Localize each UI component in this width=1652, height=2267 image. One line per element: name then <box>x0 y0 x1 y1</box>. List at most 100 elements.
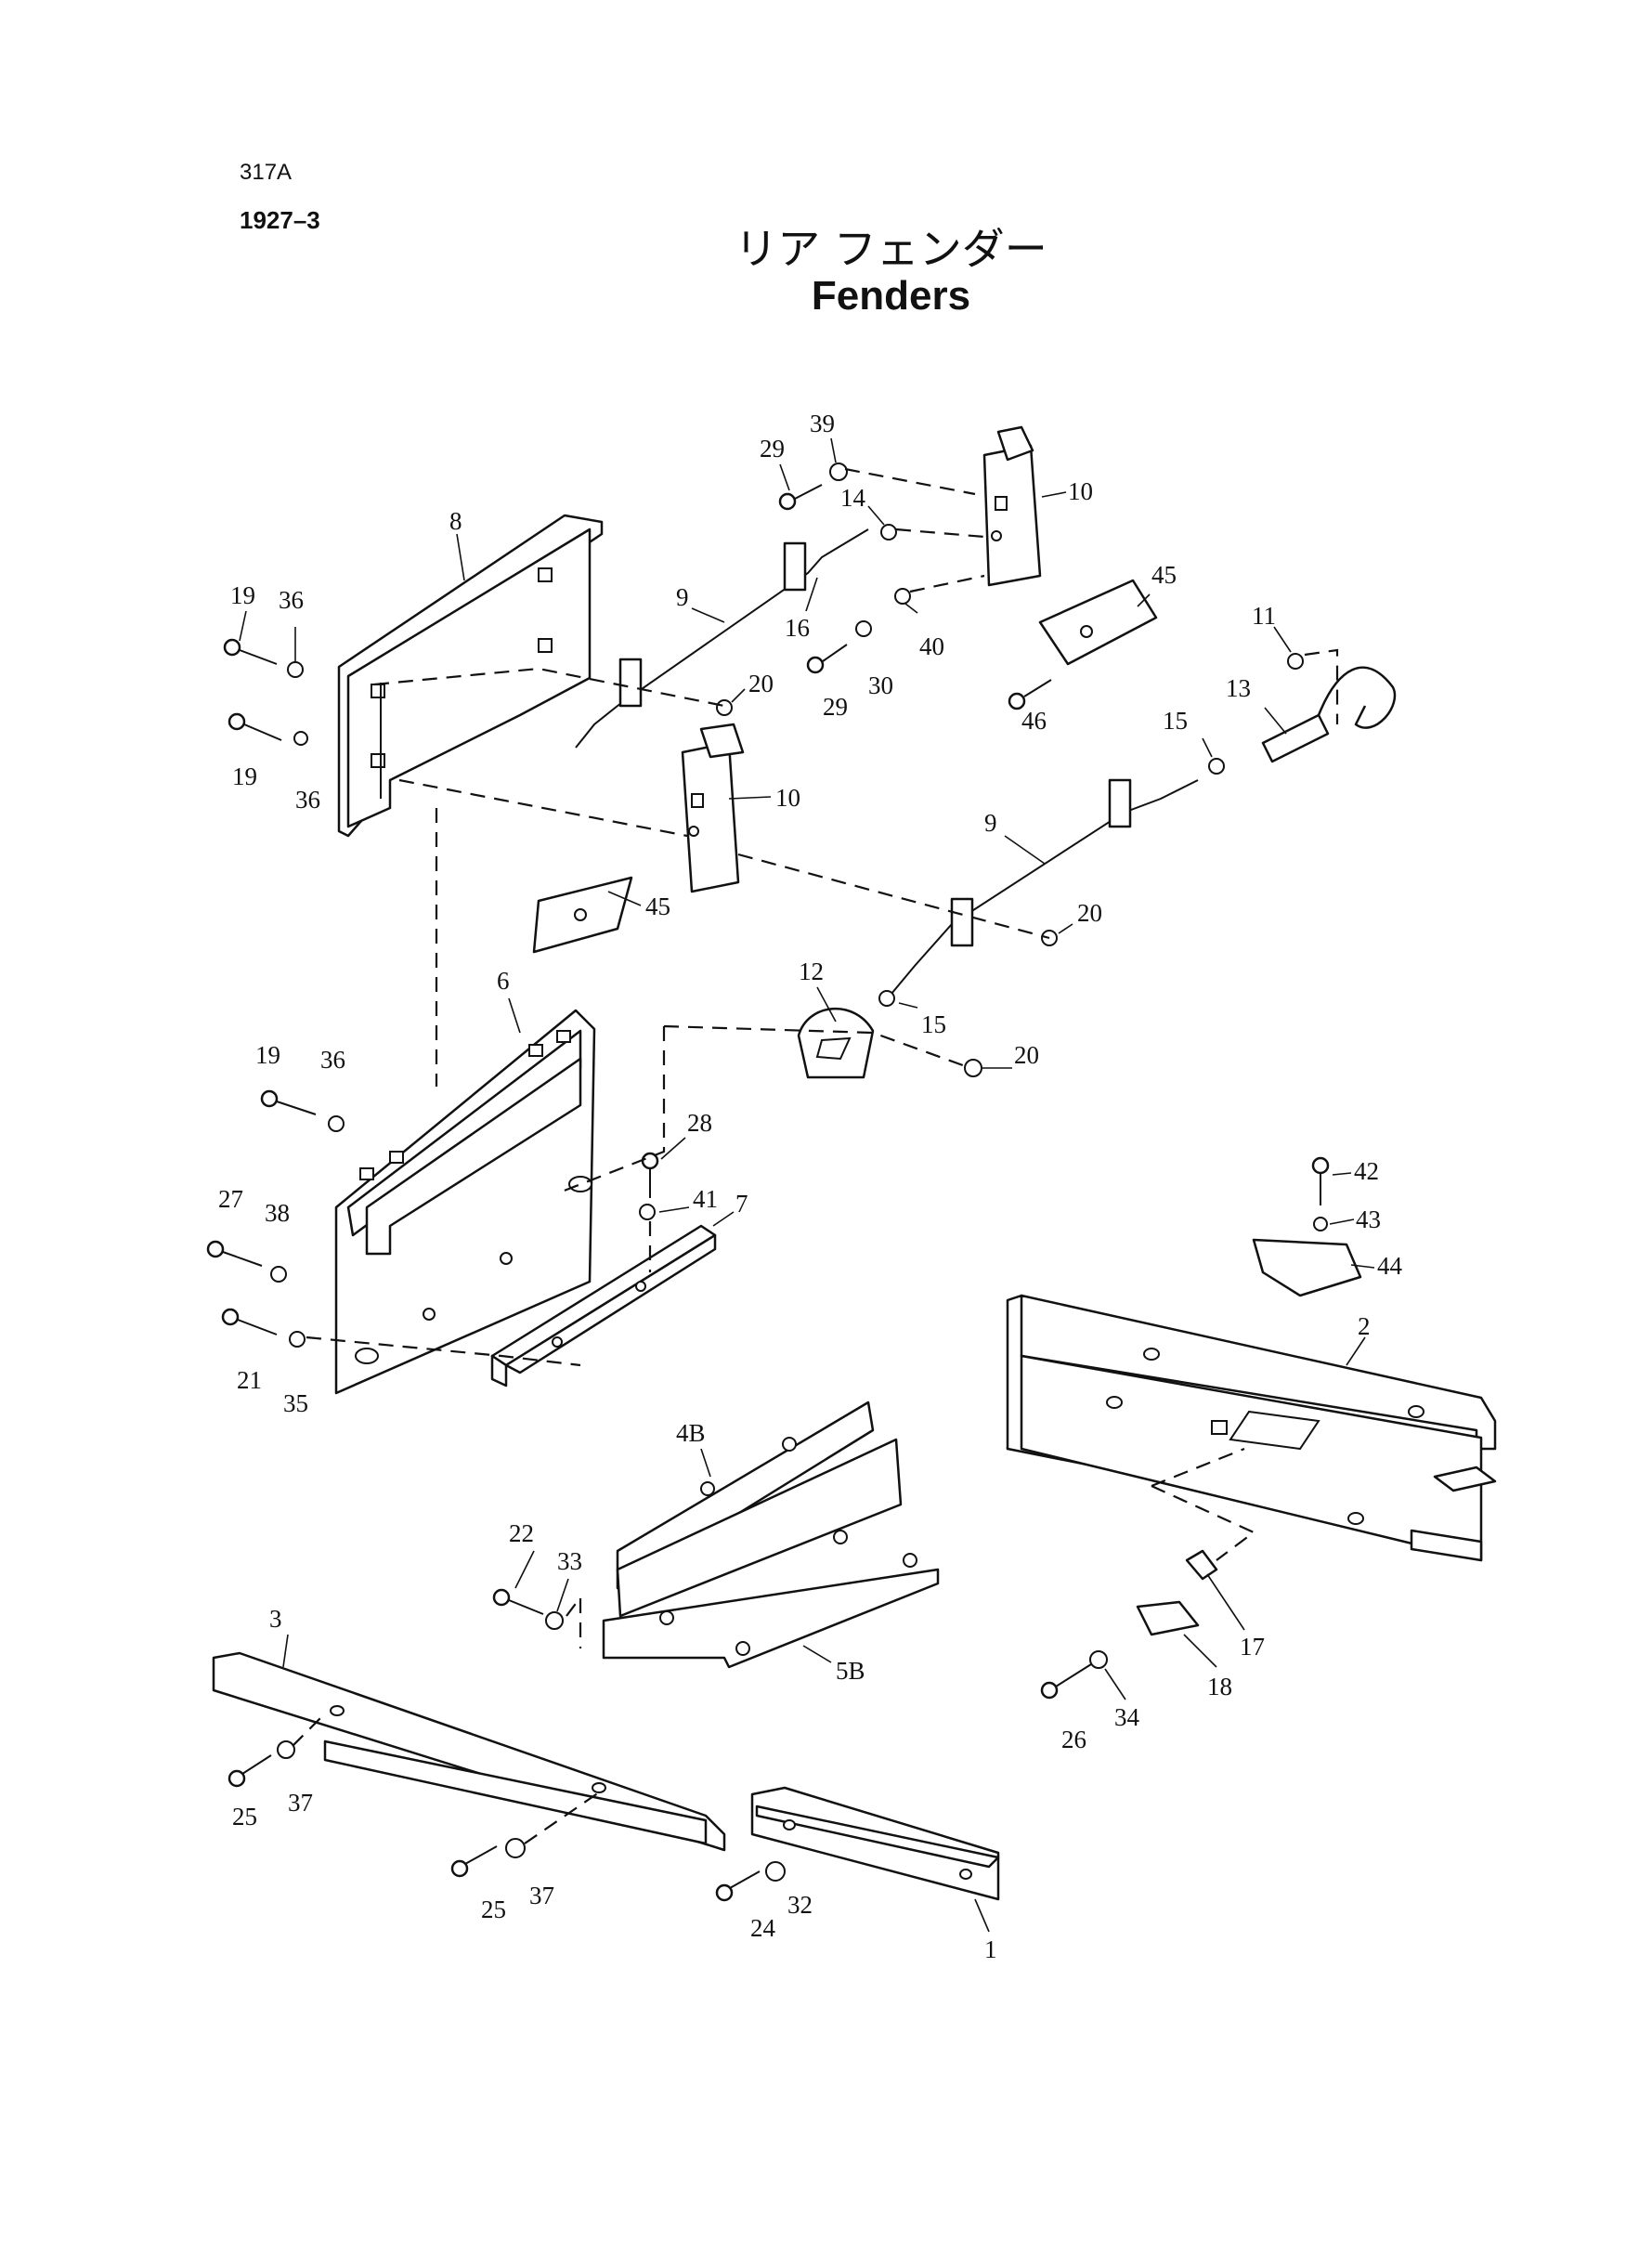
bolt-25a <box>228 1754 272 1788</box>
callout-14: 14 <box>840 484 866 512</box>
part-18-block <box>1136 1600 1200 1636</box>
washer-34 <box>1089 1650 1108 1669</box>
callout-46: 46 <box>1021 707 1047 735</box>
callout-26: 26 <box>1061 1726 1086 1753</box>
callout-36: 36 <box>320 1046 345 1074</box>
callout-36: 36 <box>295 786 320 814</box>
callout-24: 24 <box>750 1914 776 1942</box>
callout-35: 35 <box>283 1389 308 1417</box>
part-9-rod-lower <box>891 778 1199 995</box>
callout-2: 2 <box>1358 1312 1371 1340</box>
washer-11 <box>1287 653 1304 670</box>
callout-41: 41 <box>693 1185 718 1213</box>
part-45-plate-upper <box>1038 579 1158 666</box>
callout-labels: 39 29 14 10 8 19 36 9 16 40 45 11 30 20 … <box>218 410 1403 1963</box>
washer-38 <box>270 1266 287 1283</box>
washer-32 <box>765 1861 786 1882</box>
bolt-21 <box>221 1308 278 1335</box>
bolt-27 <box>206 1240 263 1267</box>
callout-10: 10 <box>1068 477 1093 505</box>
washer-36a <box>287 661 304 678</box>
washer-30 <box>855 620 872 637</box>
bolt-24 <box>715 1870 761 1902</box>
bolt-19c <box>260 1089 317 1115</box>
bolt-22 <box>492 1588 544 1615</box>
washer-37a <box>277 1740 295 1759</box>
washer-36b <box>293 731 308 746</box>
callout-5B: 5B <box>836 1657 865 1685</box>
callout-12: 12 <box>799 958 824 985</box>
callout-9: 9 <box>984 809 997 837</box>
bolt-19a <box>223 638 278 665</box>
fasteners <box>206 484 1330 1902</box>
bolt-26 <box>1040 1663 1092 1700</box>
callout-27: 27 <box>218 1185 243 1213</box>
callout-16: 16 <box>785 614 810 642</box>
washer-15b <box>878 990 895 1007</box>
callout-25: 25 <box>232 1803 257 1831</box>
callout-29: 29 <box>760 435 785 463</box>
callout-28: 28 <box>687 1109 712 1137</box>
washer-14 <box>880 524 897 541</box>
part-17-nut <box>1185 1549 1218 1581</box>
washer-33 <box>545 1611 564 1630</box>
callout-34: 34 <box>1114 1703 1140 1731</box>
callout-22: 22 <box>509 1519 534 1547</box>
callout-37: 37 <box>288 1789 313 1817</box>
part-1-rail <box>750 1786 1000 1901</box>
callout-45: 45 <box>645 892 670 920</box>
callout-43: 43 <box>1356 1205 1381 1233</box>
part-8-fender-panel <box>337 514 604 838</box>
callout-3: 3 <box>269 1605 282 1633</box>
part-9-rod-upper <box>575 528 869 749</box>
page-number: 1927–3 <box>240 206 320 234</box>
callout-30: 30 <box>868 671 893 699</box>
leader-lines <box>239 437 1375 1933</box>
bolt-46 <box>1008 679 1052 710</box>
washer-37b <box>505 1838 526 1858</box>
callout-19: 19 <box>255 1041 280 1069</box>
callout-40: 40 <box>919 632 944 660</box>
bolt-19b <box>228 712 282 741</box>
callout-39: 39 <box>810 410 835 437</box>
callout-17: 17 <box>1240 1633 1265 1661</box>
washer-43 <box>1313 1217 1328 1231</box>
part-10-latch-lower <box>681 723 745 893</box>
washer-40 <box>894 588 911 605</box>
washer-41 <box>639 1204 656 1220</box>
washer-39 <box>829 463 848 481</box>
callout-13: 13 <box>1226 674 1251 702</box>
bolt-29b <box>806 644 848 674</box>
assembly-lines <box>292 467 1339 1844</box>
callout-19: 19 <box>232 762 257 790</box>
callout-1: 1 <box>984 1935 997 1963</box>
callout-9: 9 <box>676 583 689 611</box>
callout-11: 11 <box>1252 602 1276 630</box>
part-3-lower-rail <box>212 1651 726 1852</box>
nut-20a <box>716 699 733 716</box>
part-6-fender-panel <box>334 1009 596 1395</box>
nut-20c <box>964 1059 982 1077</box>
callout-7: 7 <box>735 1190 748 1218</box>
title-english: Fenders <box>811 273 971 319</box>
callout-10: 10 <box>775 784 800 812</box>
callout-37: 37 <box>529 1882 554 1909</box>
callout-4B: 4B <box>676 1419 706 1447</box>
callout-15: 15 <box>921 1010 946 1038</box>
callout-44: 44 <box>1377 1252 1403 1280</box>
diagram-code: 317A <box>240 160 293 185</box>
part-12-catch <box>797 1008 875 1079</box>
title-japanese: リア フェンダー <box>735 224 1047 274</box>
bolt-29a <box>778 484 823 511</box>
part-44-plate <box>1252 1238 1362 1297</box>
washers <box>270 463 1328 1882</box>
part-5B-angle <box>602 1530 940 1669</box>
callout-32: 32 <box>787 1891 813 1919</box>
callout-15: 15 <box>1163 707 1188 735</box>
callout-18: 18 <box>1207 1673 1232 1700</box>
callout-45: 45 <box>1151 561 1177 589</box>
callout-19: 19 <box>230 581 255 609</box>
part-13-hook <box>1261 666 1397 763</box>
callout-25: 25 <box>481 1896 506 1923</box>
